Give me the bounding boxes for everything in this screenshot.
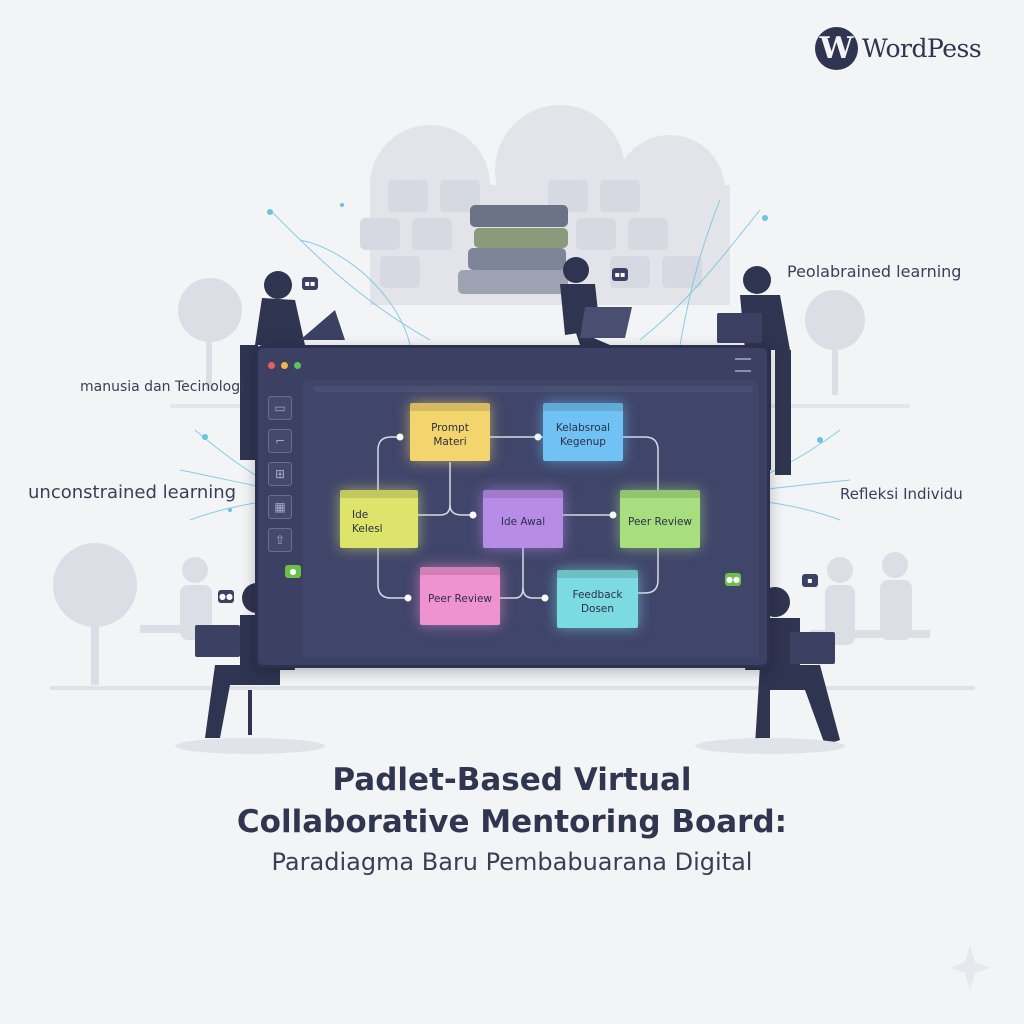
menu-icon[interactable]	[735, 358, 751, 372]
note-prompt-materi[interactable]: Prompt Materi	[410, 403, 490, 461]
wordpress-logo-text: WordPess	[862, 34, 982, 63]
note-text: Kelabsroal	[555, 421, 611, 434]
sparkle-icon	[950, 945, 990, 990]
note-text: Kelesl	[352, 523, 383, 535]
label-manusia-dan-teknologi: manusia dan Tecinologi	[80, 379, 245, 395]
gallery-icon[interactable]: ⊞	[268, 462, 292, 486]
note-kelompok[interactable]: Kelabsroal Kegenup	[543, 403, 623, 461]
note-ide-awal[interactable]: Ide Awal	[483, 490, 563, 548]
chat-bubble-icon: ●●	[218, 590, 234, 603]
note-peer-review-green[interactable]: Peer Review	[620, 490, 700, 548]
chat-bubble-icon: ●	[285, 565, 301, 578]
floor-line	[50, 686, 975, 690]
wordpress-logo[interactable]: W WordPess	[815, 27, 982, 70]
maximize-window-dot[interactable]	[294, 362, 301, 369]
note-text: Peer Review	[428, 592, 492, 605]
share-icon[interactable]: ⇧	[268, 528, 292, 552]
note-text: Kegenup	[560, 436, 606, 448]
chat-bubble-icon: ●●	[725, 573, 741, 586]
network-dots	[202, 203, 823, 512]
label-refleksi-individu: Refleksi Individu	[840, 485, 963, 503]
keyboard-blocks	[360, 180, 702, 288]
floor-shadow	[695, 738, 845, 754]
note-text: Ide Awal	[500, 515, 546, 528]
note-text: Peer Review	[628, 515, 692, 528]
note-peer-review-pink[interactable]: Peer Review	[420, 567, 500, 625]
background-people	[140, 552, 930, 645]
window-controls	[268, 362, 301, 369]
chat-bubble-icon: ▪	[802, 574, 818, 587]
board-sidebar: ▭ ⌐ ⊞ ▦ ⇧	[268, 396, 292, 552]
note-text: Prompt Materi	[431, 421, 469, 448]
subtitle: Paradiagma Baru Pembabuarana Digital	[271, 848, 753, 876]
floor-shadow	[175, 738, 325, 754]
note-text: Ide	[352, 508, 369, 521]
folder-icon[interactable]: ⌐	[268, 429, 292, 453]
close-window-dot[interactable]	[268, 362, 275, 369]
note-feedback-dosen[interactable]: Feedback Dosen	[557, 570, 638, 628]
grid-icon[interactable]: ▦	[268, 495, 292, 519]
chat-bubble-icon: ▪▪	[612, 268, 628, 281]
wordpress-logo-mark: W	[815, 27, 858, 70]
books-stack-icon	[458, 205, 568, 294]
image-icon[interactable]: ▭	[268, 396, 292, 420]
trees	[53, 278, 865, 685]
title-line-1: Padlet-Based Virtual	[332, 762, 692, 798]
minimize-window-dot[interactable]	[281, 362, 288, 369]
label-peolabrained-learning: Peolabrained learning	[787, 262, 962, 281]
note-text: Feedback Dosen	[572, 588, 623, 615]
chat-bubble-icon: ▪▪	[302, 277, 318, 290]
label-unconstrained-learning: unconstrained learning	[28, 482, 237, 503]
board-toolbar	[313, 386, 753, 392]
note-ide-kelas[interactable]: Ide Kelesl	[340, 490, 418, 548]
title-line-2: Collaborative Mentoring Board:	[236, 804, 788, 840]
